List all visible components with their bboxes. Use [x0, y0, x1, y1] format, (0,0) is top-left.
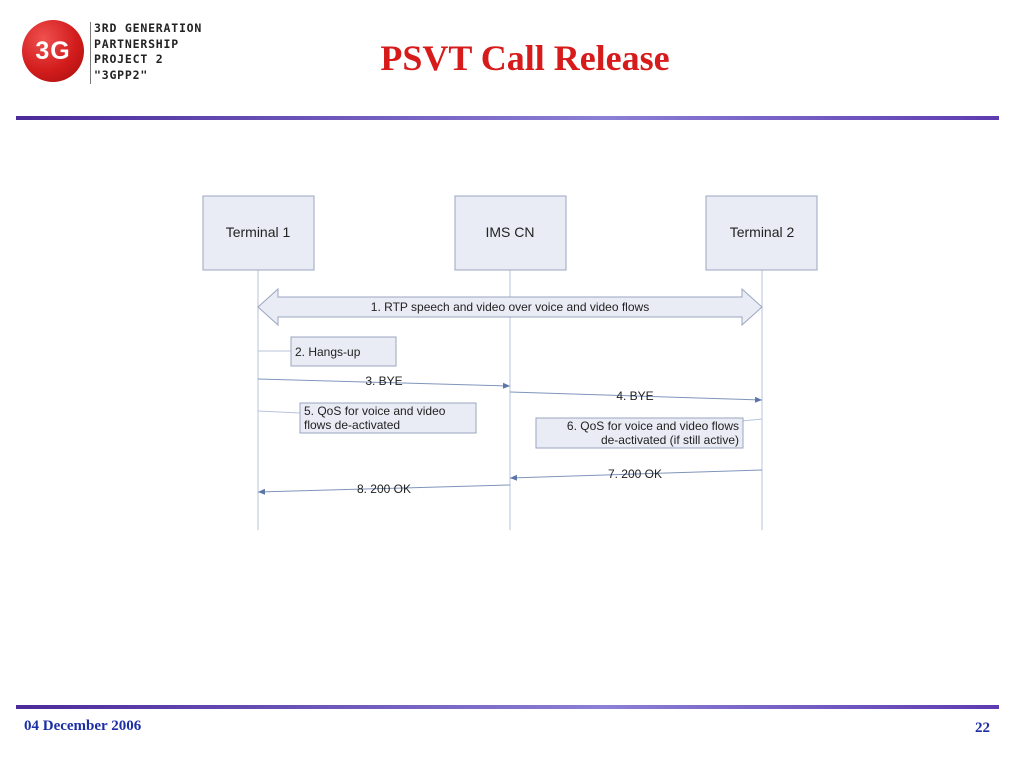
message-3-label: 3. BYE [365, 374, 402, 388]
note-6-qos-deactivated: 6. QoS for voice and video flows de-acti… [535, 417, 763, 449]
entity-terminal-1: Terminal 1 [202, 195, 315, 271]
message-8-label: 8. 200 OK [357, 482, 411, 496]
header-rule [16, 116, 999, 120]
note-2-label: 2. Hangs-up [295, 345, 361, 359]
note-2-hangs-up: 2. Hangs-up [258, 336, 397, 367]
slide-title: PSVT Call Release [380, 38, 670, 78]
message-7-label: 7. 200 OK [608, 467, 662, 481]
footer-date: 04 December 2006 [24, 718, 142, 734]
logo-line-3: Project 2 [94, 52, 164, 66]
logo-3g-mark: 3G [22, 20, 84, 82]
note-5-label-line-2: flows de-activated [304, 418, 400, 432]
note-6-label-line-1: 6. QoS for voice and video flows [567, 419, 739, 433]
note-5-qos-deactivated: 5. QoS for voice and video flows de-acti… [257, 402, 477, 434]
entity-ims-cn: IMS CN [454, 195, 567, 271]
3gpp2-logo: 3G 3rd Generation Partnership Project 2 … [22, 18, 242, 88]
note-5-label-line-1: 5. QoS for voice and video [304, 404, 446, 418]
message-7-200-ok: 7. 200 OK [509, 467, 763, 481]
message-4-label: 4. BYE [616, 389, 653, 403]
logo-org-name: 3rd Generation Partnership Project 2 "3G… [94, 21, 202, 83]
logo-line-2: Partnership [94, 36, 179, 51]
entity-label-terminal-2: Terminal 2 [730, 224, 795, 240]
message-1-rtp-flow: 1. RTP speech and video over voice and v… [257, 287, 763, 327]
logo-line-1: 3rd Generation [94, 21, 203, 35]
logo-line-4: "3GPP2" [94, 67, 149, 82]
entity-label-ims-cn: IMS CN [486, 224, 535, 240]
page-number: 22 [975, 720, 990, 736]
message-3-bye: 3. BYE [257, 374, 511, 389]
logo-divider [90, 22, 91, 84]
entity-label-terminal-1: Terminal 1 [226, 224, 291, 240]
message-1-label: 1. RTP speech and video over voice and v… [371, 300, 649, 314]
note-6-label-line-2: de-activated (if still active) [601, 433, 739, 447]
message-8-200-ok: 8. 200 OK [257, 482, 511, 496]
footer-rule [16, 705, 999, 709]
entity-terminal-2: Terminal 2 [705, 195, 818, 271]
message-4-bye: 4. BYE [509, 389, 763, 403]
